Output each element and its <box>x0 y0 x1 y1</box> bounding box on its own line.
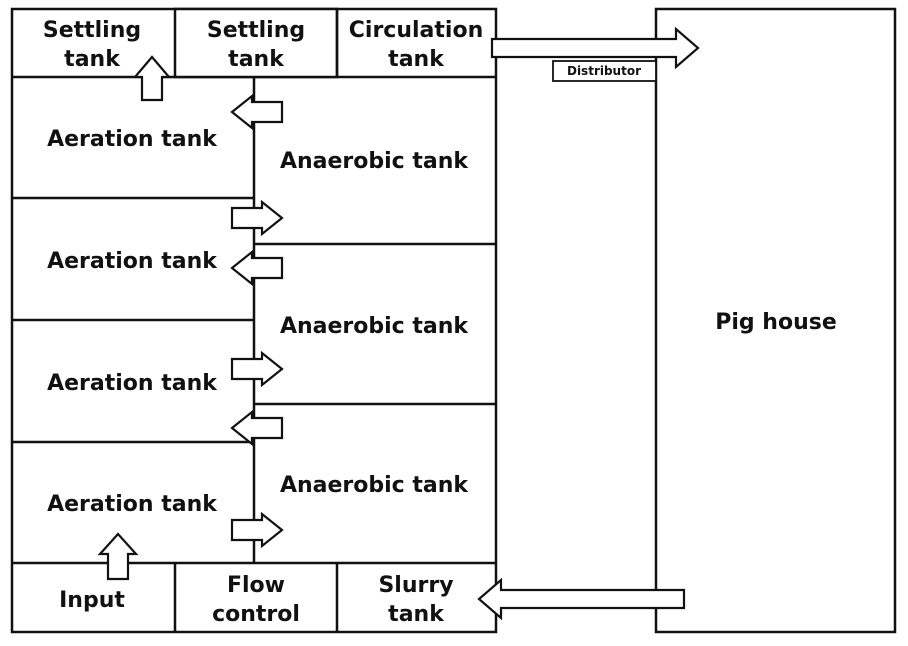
arrow-up-from-input <box>97 532 139 581</box>
slurry-tank-line1: Slurry <box>378 573 453 598</box>
slurry-tank-line2: tank <box>388 602 445 627</box>
aeration-tank-label-2: Aeration tank <box>47 249 218 274</box>
anaerobic-tank-label-1: Anaerobic tank <box>280 149 469 174</box>
aeration-tank-label-4: Aeration tank <box>47 492 218 517</box>
pig-house-label: Pig house <box>715 310 837 335</box>
aeration-tank-label-1: Aeration tank <box>47 127 218 152</box>
settling-tank-2-line2: tank <box>228 47 285 72</box>
arrow-to-slurry-tank <box>477 577 686 621</box>
pig-house-box <box>654 7 897 634</box>
flow-control-line1: Flow <box>227 573 285 598</box>
settling-tank-1-line2: tank <box>64 47 121 72</box>
input-label: Input <box>59 588 125 613</box>
arrow-left-2 <box>230 249 284 287</box>
circulation-tank-line1: Circulation <box>349 18 483 43</box>
flow-control-line2: control <box>212 602 300 627</box>
anaerobic-tank-label-3: Anaerobic tank <box>280 473 469 498</box>
arrow-right-2 <box>230 350 284 388</box>
settling-tank-2-line1: Settling <box>207 18 305 43</box>
aeration-tank-label-3: Aeration tank <box>47 371 218 396</box>
anaerobic-tank-label-2: Anaerobic tank <box>280 314 469 339</box>
arrow-to-pig-house <box>490 26 700 70</box>
arrow-right-1 <box>230 199 284 237</box>
arrow-left-1 <box>230 93 284 131</box>
circulation-tank-line2: tank <box>388 47 445 72</box>
settling-tank-1-line1: Settling <box>43 18 141 43</box>
distributor-label: Distributor <box>567 64 641 78</box>
settling-tank-2-box <box>173 7 339 79</box>
arrow-left-3 <box>230 409 284 447</box>
distributor-box <box>552 60 657 82</box>
arrow-up-to-settling <box>132 55 172 102</box>
arrow-right-3 <box>230 511 284 549</box>
